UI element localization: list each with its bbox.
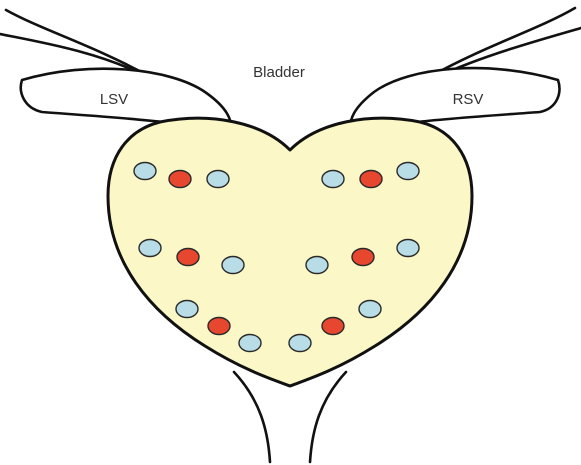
biopsy-core-red xyxy=(169,171,191,188)
urethra-left-wall xyxy=(234,372,270,462)
biopsy-core-red xyxy=(352,249,374,266)
biopsy-core-blue xyxy=(397,163,419,180)
biopsy-core-red xyxy=(322,318,344,335)
biopsy-core-red xyxy=(208,318,230,335)
biopsy-core-blue xyxy=(139,240,161,257)
biopsy-core-blue xyxy=(239,335,261,352)
biopsy-core-blue xyxy=(289,335,311,352)
biopsy-core-blue xyxy=(222,257,244,274)
biopsy-core-blue xyxy=(207,171,229,188)
biopsy-core-blue xyxy=(397,240,419,257)
urethra-right-wall xyxy=(310,372,346,462)
bladder-label: Bladder xyxy=(253,64,305,81)
biopsy-core-red xyxy=(177,249,199,266)
biopsy-core-blue xyxy=(134,163,156,180)
biopsy-core-blue xyxy=(306,257,328,274)
biopsy-core-blue xyxy=(176,301,198,318)
rsv-label: RSV xyxy=(453,91,484,108)
biopsy-core-red xyxy=(360,171,382,188)
biopsy-core-blue xyxy=(359,301,381,318)
lsv-label: LSV xyxy=(100,91,128,108)
biopsy-core-blue xyxy=(322,171,344,188)
